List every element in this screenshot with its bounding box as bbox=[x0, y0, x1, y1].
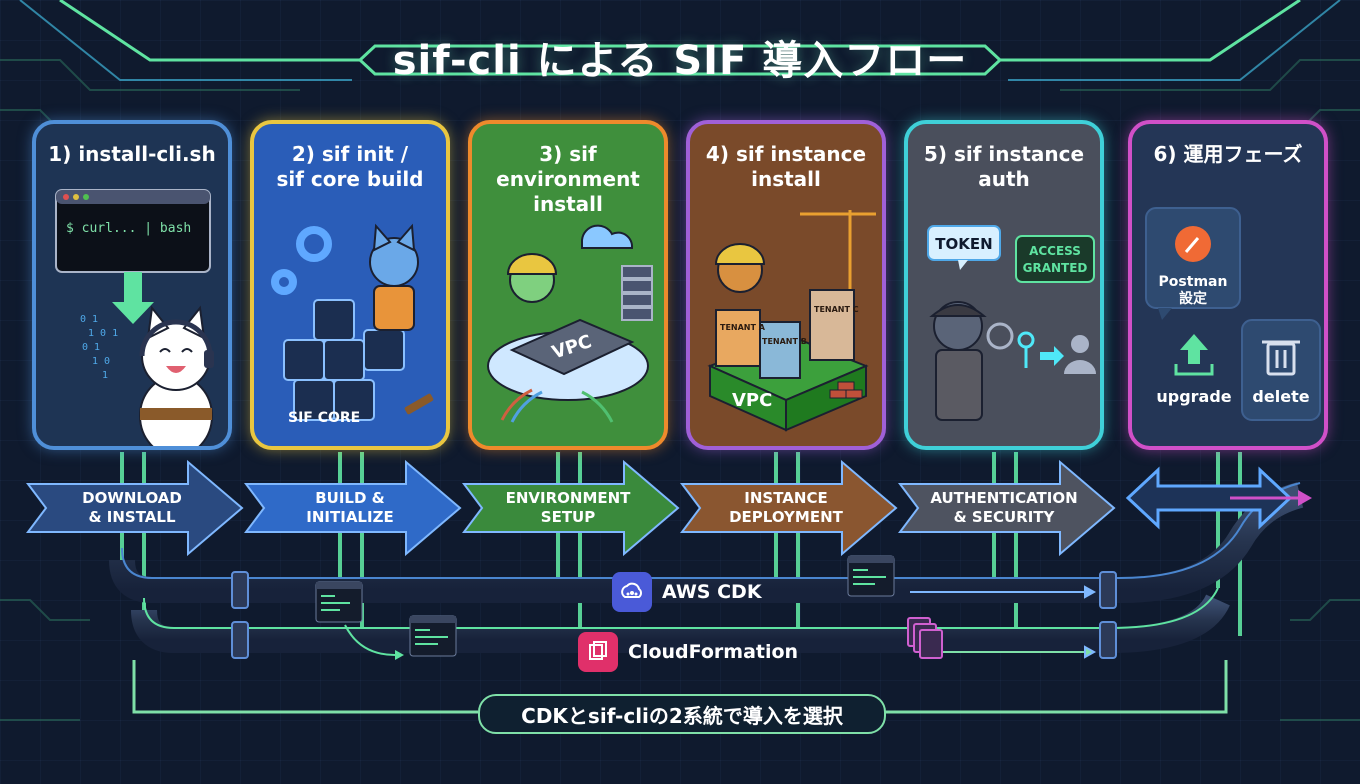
step-card-operations: 6) 運用フェーズ Postman 設定 upgrade delete bbox=[1128, 120, 1328, 450]
cat-terminal-illustration: $ curl... | bash 0 1 1 0 1 0 1 1 0 1 bbox=[55, 189, 214, 446]
postman-label-line1: Postman bbox=[1159, 274, 1228, 290]
access-label-line2: GRANTED bbox=[1023, 261, 1088, 275]
svg-text:1 0 1: 1 0 1 bbox=[88, 328, 118, 339]
phase-build-initialize: BUILD &INITIALIZE bbox=[306, 489, 394, 526]
trash-icon bbox=[1262, 340, 1300, 376]
vpc-label: VPC bbox=[732, 390, 772, 411]
auth-illustration: TOKEN ACCESS GRANTED bbox=[927, 225, 1096, 421]
phase-arrow bbox=[244, 459, 462, 557]
svg-text:0 1: 0 1 bbox=[80, 314, 98, 325]
step-title: 1) install-cli.sh bbox=[48, 142, 216, 166]
bottom-summary: CDKとsif-cliの2系統で導入を選択 bbox=[478, 694, 886, 734]
cloudformation-label: CloudFormation bbox=[578, 632, 798, 672]
step-title: 6) 運用フェーズ bbox=[1153, 142, 1303, 166]
tenant-b: TENANT B bbox=[762, 337, 807, 346]
aws-cdk-label: AWS CDK bbox=[612, 572, 762, 612]
step-card-install-cli: 1) install-cli.sh $ curl... | bash 0 1 1 … bbox=[32, 120, 232, 450]
phase-arrow bbox=[680, 459, 898, 557]
postman-label-line2: 設定 bbox=[1179, 290, 1207, 307]
sif-core-illustration: SIF CORE bbox=[271, 223, 434, 426]
terminal-command: $ curl... | bash bbox=[66, 221, 191, 236]
page-title: sif-cli による SIF 導入フロー bbox=[392, 38, 968, 84]
cloudformation-icon bbox=[578, 632, 618, 672]
phase-download-install: DOWNLOAD& INSTALL bbox=[82, 489, 182, 526]
step-title: 2) sif init / sif core build bbox=[276, 142, 424, 191]
phase-arrow bbox=[26, 459, 244, 557]
step-card-sif-init: 2) sif init / sif core build SIF CORE bbox=[250, 120, 450, 450]
upgrade-label: upgrade bbox=[1156, 387, 1231, 406]
phase-arrow bbox=[898, 459, 1116, 557]
svg-text:1 0: 1 0 bbox=[92, 356, 110, 367]
tenant-c: TENANT C bbox=[814, 305, 859, 314]
step-title: 3) sif environment install bbox=[496, 142, 640, 216]
aws-cdk-icon bbox=[612, 572, 652, 612]
phase-arrow bbox=[462, 459, 680, 557]
sif-core-label: SIF CORE bbox=[288, 410, 360, 426]
vpc-illustration: VPC bbox=[487, 224, 653, 423]
token-label: TOKEN bbox=[935, 235, 992, 253]
phase-authentication-security: AUTHENTICATION& SECURITY bbox=[930, 489, 1078, 526]
step-card-sif-instance-auth: 5) sif instance auth TOKEN ACCESS GRANTE… bbox=[904, 120, 1104, 450]
step-title: 5) sif instance auth bbox=[923, 142, 1085, 191]
svg-text:0 1: 0 1 bbox=[82, 342, 100, 353]
step-card-sif-environment: 3) sif environment install VPC bbox=[468, 120, 668, 450]
access-label-line1: ACCESS bbox=[1029, 244, 1081, 258]
step-card-sif-instance-install: 4) sif instance install VPC TENANT A TEN… bbox=[686, 120, 886, 450]
step-title: 4) sif instance install bbox=[705, 142, 867, 191]
operations-illustration: Postman 設定 upgrade delete bbox=[1145, 207, 1321, 421]
delete-label: delete bbox=[1252, 387, 1309, 406]
svg-text:1: 1 bbox=[102, 370, 108, 381]
upload-icon bbox=[1174, 334, 1214, 376]
tenants-illustration: VPC TENANT A TENANT B TENANT C bbox=[707, 210, 876, 432]
tenant-a: TENANT A bbox=[720, 323, 766, 332]
